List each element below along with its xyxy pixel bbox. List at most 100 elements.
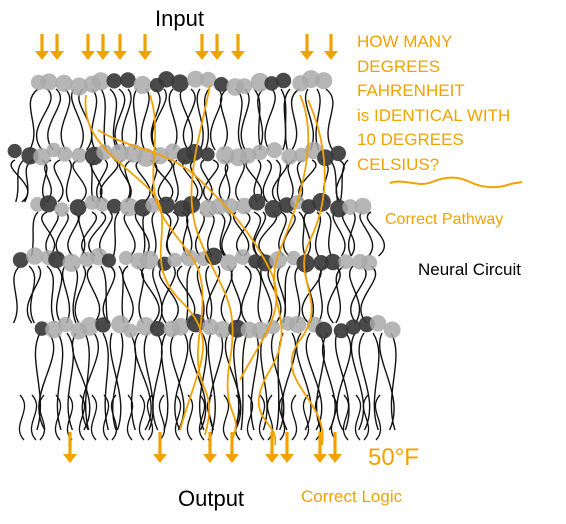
neuron-body: [269, 251, 287, 269]
dendrite-curve: [217, 211, 226, 257]
dendrite-curve: [24, 159, 34, 203]
neuron-body: [317, 149, 334, 167]
neuron-body: [139, 250, 159, 270]
dendrite-curve: [141, 265, 160, 324]
neuron-body: [342, 199, 359, 215]
neuron-body: [57, 146, 73, 162]
dendrite-curve: [253, 265, 263, 324]
dendrite-curve: [260, 265, 273, 324]
arrow-head: [81, 51, 95, 60]
neuron-body: [324, 253, 342, 271]
dendrite-curve: [160, 332, 169, 431]
dendrite-curve: [53, 159, 64, 203]
dendrite-curve: [30, 394, 38, 441]
dendrite-curve: [26, 265, 42, 324]
dendrite-curve: [250, 332, 259, 431]
dendrite-curve: [146, 394, 154, 441]
neuron-body: [248, 193, 266, 211]
dendrite-curve: [74, 265, 86, 324]
dendrite-curve: [303, 211, 312, 257]
dendrite-curve: [95, 159, 108, 203]
arrow-head: [265, 454, 279, 463]
dendrite-curve: [302, 394, 310, 441]
dendrite-curve: [71, 88, 84, 151]
dendrite-curve: [372, 332, 380, 431]
dendrite-curve: [102, 265, 116, 324]
dendrite-curve: [240, 88, 250, 151]
dendrite-curve: [160, 265, 176, 324]
input-arrow: [113, 34, 127, 60]
neuron-body: [133, 75, 152, 95]
dendrite-curve: [124, 159, 133, 203]
dendrite-curve: [205, 265, 213, 324]
output-arrows: [63, 432, 342, 463]
dendrite-curve: [15, 159, 25, 203]
neuron-body: [54, 202, 69, 217]
dendrite-curve: [390, 332, 397, 431]
input-arrow: [81, 34, 95, 60]
pathway-line: [84, 94, 204, 431]
input-arrow: [96, 34, 110, 60]
neuron-body: [69, 199, 87, 216]
arrow-head: [63, 454, 77, 463]
neuron-body: [354, 197, 372, 215]
input-arrow: [50, 34, 64, 60]
dendrite-curve: [55, 265, 63, 324]
neuron-body: [40, 73, 58, 91]
pathway-line: [257, 94, 310, 446]
neuron-body: [250, 72, 270, 92]
pathway-line: [97, 129, 278, 381]
question-text: HOW MANY DEGREES FAHRENHEIT is IDENTICAL…: [357, 30, 510, 177]
dendrite-curve: [38, 332, 55, 431]
neuron-body: [235, 249, 251, 265]
dendrite-curve: [158, 394, 166, 441]
arrow-head: [210, 51, 224, 60]
output-arrow: [265, 432, 279, 463]
dendrite-curve: [207, 332, 216, 431]
neuron-body: [264, 200, 283, 218]
question-line: CELSIUS?: [357, 154, 440, 174]
dendrite-curve: [122, 265, 134, 324]
dendrite-curve: [240, 332, 248, 431]
dendrite-curve: [208, 332, 224, 431]
neuron-body: [338, 254, 354, 269]
dendrite-curve: [221, 211, 232, 257]
dendrite-curve: [325, 211, 333, 257]
dendrite-curve: [100, 265, 109, 324]
dendrite-curve: [81, 332, 100, 431]
dendrite-curve: [54, 394, 62, 441]
neuron-body: [289, 315, 307, 334]
dendrite-curve: [55, 211, 69, 257]
dendrite-curve: [60, 88, 71, 151]
neuron-body: [330, 145, 346, 162]
dendrite-curve: [100, 88, 107, 151]
neuron-body: [171, 74, 189, 92]
neuron-body: [236, 78, 253, 94]
dendrite-curve: [290, 394, 298, 441]
input-arrow: [195, 34, 209, 60]
neuron-body: [171, 318, 190, 336]
arrow-head: [324, 51, 338, 60]
neuron-body: [187, 70, 204, 88]
dendrite-curve: [151, 211, 157, 257]
dendrite-curve: [179, 88, 194, 151]
dendrite-curve: [158, 265, 179, 324]
neuron-layers: [7, 70, 401, 340]
dendrite-curve: [294, 265, 301, 324]
dendrite-curve: [280, 88, 289, 151]
neuron-body: [57, 316, 74, 333]
neuron-body: [214, 77, 229, 92]
neuron-body: [12, 252, 29, 268]
neuron-body: [281, 148, 298, 165]
pathway-line: [290, 99, 326, 446]
dendrite-curve: [99, 159, 119, 203]
dendrite-curve: [46, 265, 56, 324]
arrow-head: [231, 51, 245, 60]
dendrite-curve: [114, 88, 126, 151]
squiggle-line: [389, 176, 523, 189]
dendrite-curve: [209, 88, 223, 151]
input-arrow: [210, 34, 224, 60]
dendrite-curve: [350, 332, 365, 431]
dendrite-curve: [196, 88, 204, 151]
dendrite-curve: [129, 332, 137, 431]
